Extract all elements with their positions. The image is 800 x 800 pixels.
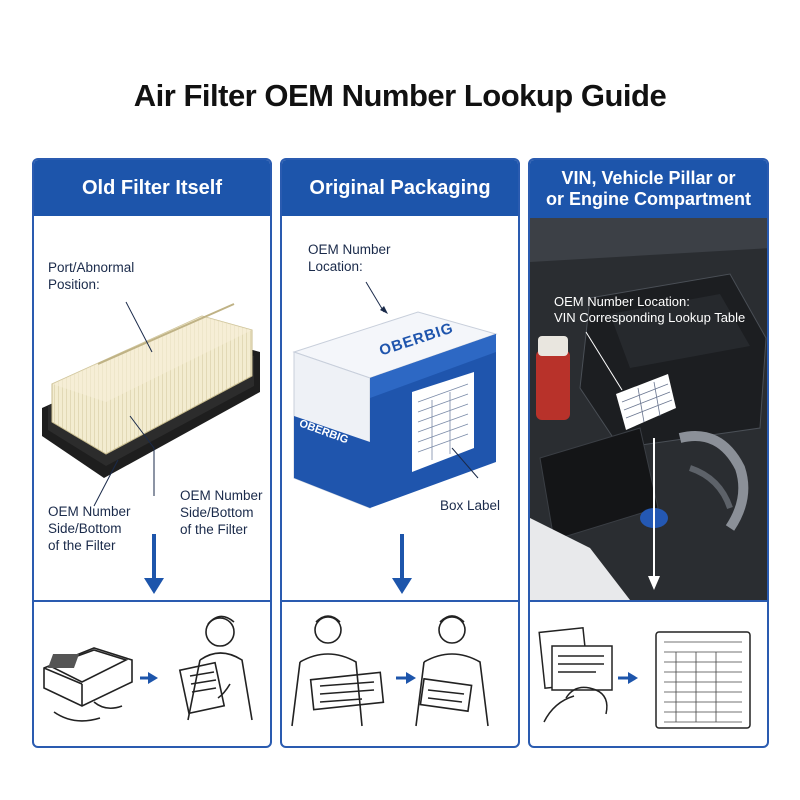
port-label-line1: Port/Abnormal [48, 260, 135, 275]
side-label-line1: OEM Number [180, 488, 263, 503]
side-label-line3: of the Filter [180, 521, 248, 537]
filter-box-icon [292, 281, 498, 594]
lookup-table-icon [538, 627, 751, 729]
oem-label-line2: Location: [308, 258, 363, 274]
panel-header: VIN, Vehicle Pillar or or Engine Compart… [530, 160, 767, 218]
panel-divider [282, 600, 518, 602]
bottom-label-line2: Side/Bottom [48, 520, 122, 536]
panel-steps [34, 602, 270, 746]
bottom-label-line1: OEM Number [48, 504, 131, 519]
panel-divider [34, 600, 270, 602]
panel-illustration: OEM Number Location: VIN Corresponding L… [530, 218, 767, 600]
vin-label-line1: OEM Number Location: [554, 294, 690, 309]
panel-header-line1: VIN, Vehicle Pillar or [561, 168, 736, 189]
panel-steps [282, 602, 518, 746]
panel-illustration: Port/Abnormal Position: OEM Number Side/… [34, 216, 270, 600]
engine-bay-icon [530, 218, 767, 600]
mechanic-reading-icon [43, 615, 253, 722]
oem-label-line1: OEM Number [308, 242, 391, 257]
air-filter-icon [42, 301, 260, 594]
bottom-label-line3: of the Filter [48, 537, 116, 553]
panel-steps [530, 602, 767, 746]
panel-header: Old Filter Itself [34, 160, 270, 216]
side-label-line2: Side/Bottom [180, 504, 254, 520]
panel-old-filter: Old Filter Itself [32, 158, 272, 748]
panel-divider [530, 600, 767, 602]
panel-header-line2: or Engine Compartment [545, 189, 751, 209]
panel-illustration: OBERBIG OBERBIG OEM Number Location: Box… [282, 216, 518, 600]
panel-vin-engine: VIN, Vehicle Pillar or or Engine Compart… [528, 158, 769, 748]
port-label-line2: Position: [48, 276, 100, 292]
panel-header: Original Packaging [282, 160, 518, 216]
box-label-text: Box Label [440, 498, 501, 513]
vin-label-line2: VIN Corresponding Lookup Table [554, 310, 746, 326]
panel-original-packaging: Original Packaging [280, 158, 520, 748]
mechanic-holding-paper-icon [291, 615, 489, 727]
page-title: Air Filter OEM Number Lookup Guide [133, 78, 667, 113]
